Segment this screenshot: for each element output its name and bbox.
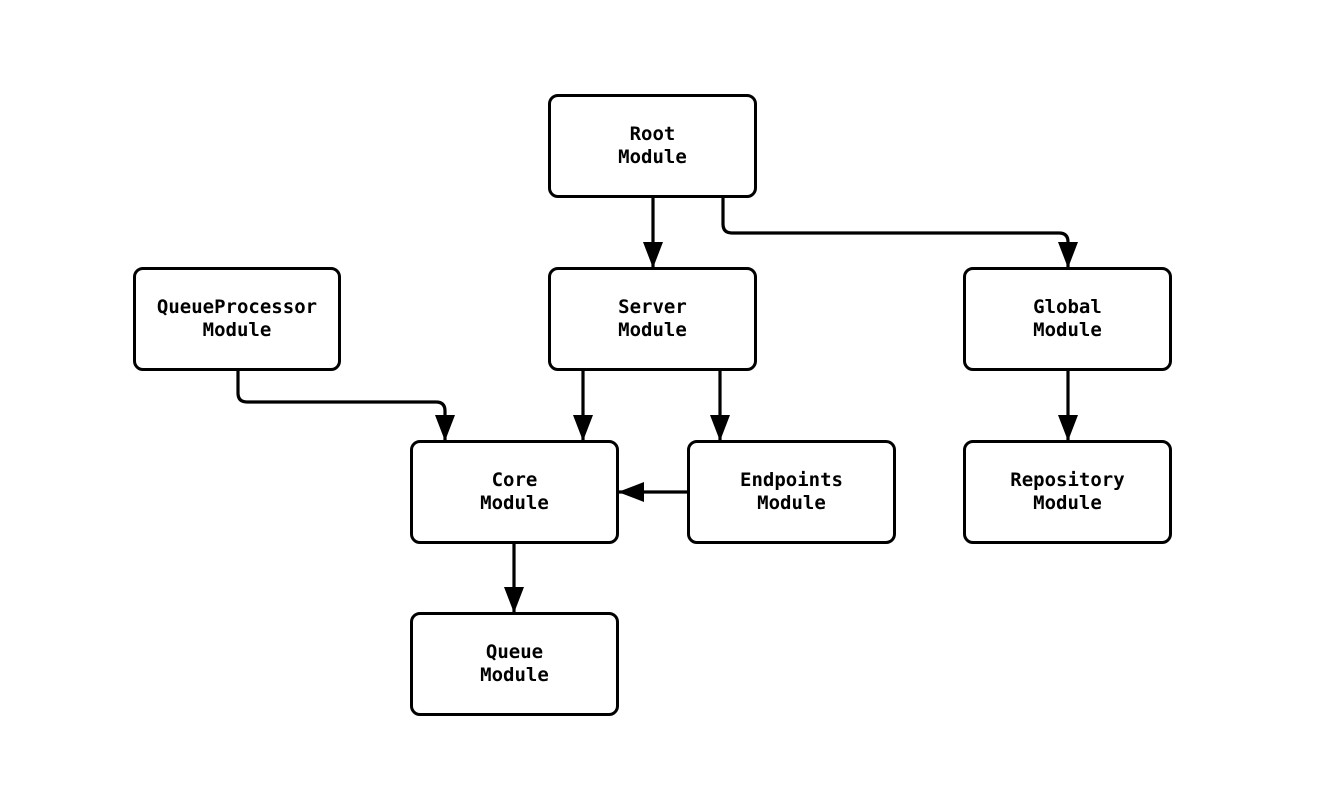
node-label-line: Module bbox=[480, 664, 549, 686]
node-label-line: Module bbox=[1033, 319, 1102, 341]
node-label-line: Server bbox=[618, 296, 687, 318]
node-label-line: Module bbox=[618, 319, 687, 341]
node-label-line: Module bbox=[618, 146, 687, 168]
node-label-line: Endpoints bbox=[740, 469, 843, 491]
node-label-line: Module bbox=[480, 492, 549, 514]
edge-queueprocessor-to-core bbox=[236, 371, 455, 441]
node-label-line: Core bbox=[491, 469, 538, 491]
node-label-line: QueueProcessor bbox=[156, 296, 318, 318]
node-label-line: Module bbox=[202, 319, 272, 341]
node-label-line: Global bbox=[1033, 296, 1102, 318]
node-label-line: Root bbox=[629, 123, 676, 145]
node-label-line: Repository bbox=[1010, 469, 1125, 491]
node-label-line: Module bbox=[757, 492, 826, 514]
node-label-line: Module bbox=[1033, 492, 1102, 514]
node-label-line: Queue bbox=[485, 641, 544, 663]
edge-root-to-global bbox=[721, 198, 1078, 268]
